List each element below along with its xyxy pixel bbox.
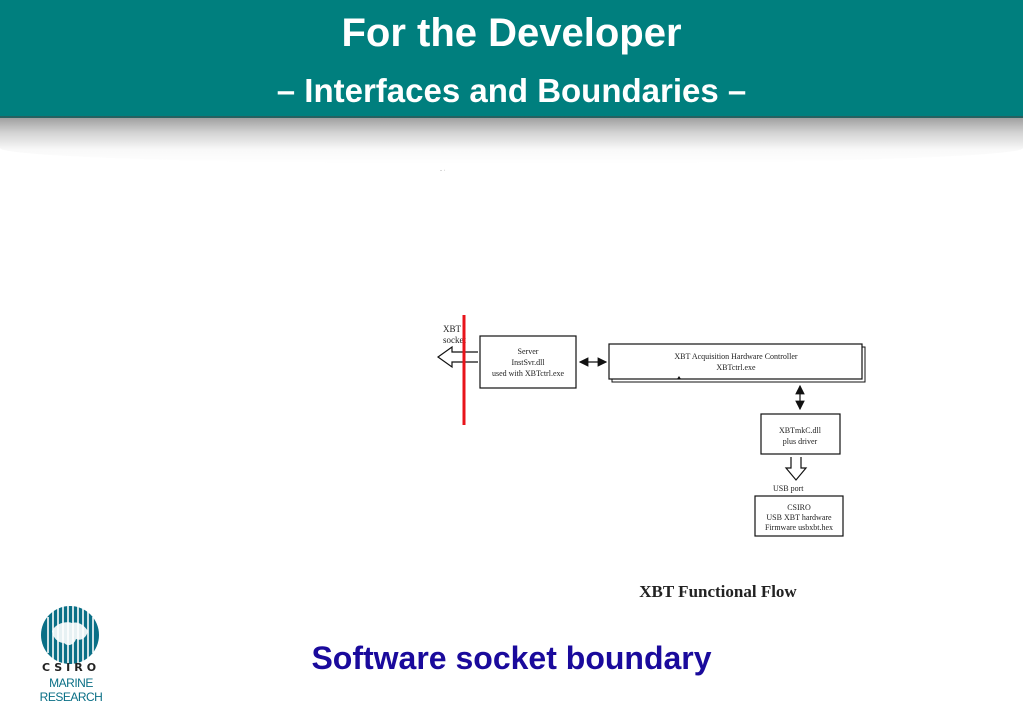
- xbtmk-box: [760, 413, 841, 455]
- logo-division-text: MARINE RESEARCH: [39, 676, 103, 704]
- controller-line1: XBT Acquisition Hardware Controller: [674, 352, 798, 361]
- server-line2: InstSvr.dll: [511, 358, 545, 367]
- xbtmk-line2: plus driver: [783, 437, 818, 446]
- diagram-caption: XBT Functional Flow: [639, 582, 797, 601]
- socket-label-line1: XBT: [443, 324, 462, 334]
- controller-box: [608, 343, 863, 380]
- usb-down-arrow: [784, 457, 808, 481]
- xbt-functional-flow-diagram: XBT socket Server InstSvr.dll used with …: [430, 300, 890, 610]
- usb-port-label: USB port: [773, 484, 804, 493]
- hardware-line2: USB XBT hardware: [766, 513, 832, 522]
- csiro-logo: CSIRO MARINE RESEARCH: [18, 602, 128, 704]
- banner-shadow: [0, 116, 1023, 164]
- server-line1: Server: [518, 347, 539, 356]
- csiro-globe-icon: [41, 606, 99, 664]
- stray-mark: - ·: [440, 168, 446, 174]
- socket-label-line2: socket: [443, 335, 466, 345]
- controller-tick-mark: [677, 376, 681, 379]
- controller-line2: XBTctrl.exe: [716, 363, 756, 372]
- title-banner: For the Developer – Interfaces and Bound…: [0, 0, 1023, 118]
- hardware-box: [754, 495, 844, 537]
- xbtmk-line1: XBTmkC.dll: [779, 426, 822, 435]
- server-box: [479, 335, 577, 389]
- page-subtitle: – Interfaces and Boundaries –: [276, 72, 747, 109]
- boundary-caption: Software socket boundary: [311, 640, 712, 676]
- server-line3: used with XBTctrl.exe: [492, 369, 565, 378]
- hardware-line3: Firmware usbxbt.hex: [765, 523, 833, 532]
- socket-outbound-arrow: [436, 345, 478, 369]
- page-title: For the Developer: [341, 11, 682, 55]
- logo-csiro-text: CSIRO: [41, 661, 101, 674]
- hardware-line1: CSIRO: [787, 503, 811, 512]
